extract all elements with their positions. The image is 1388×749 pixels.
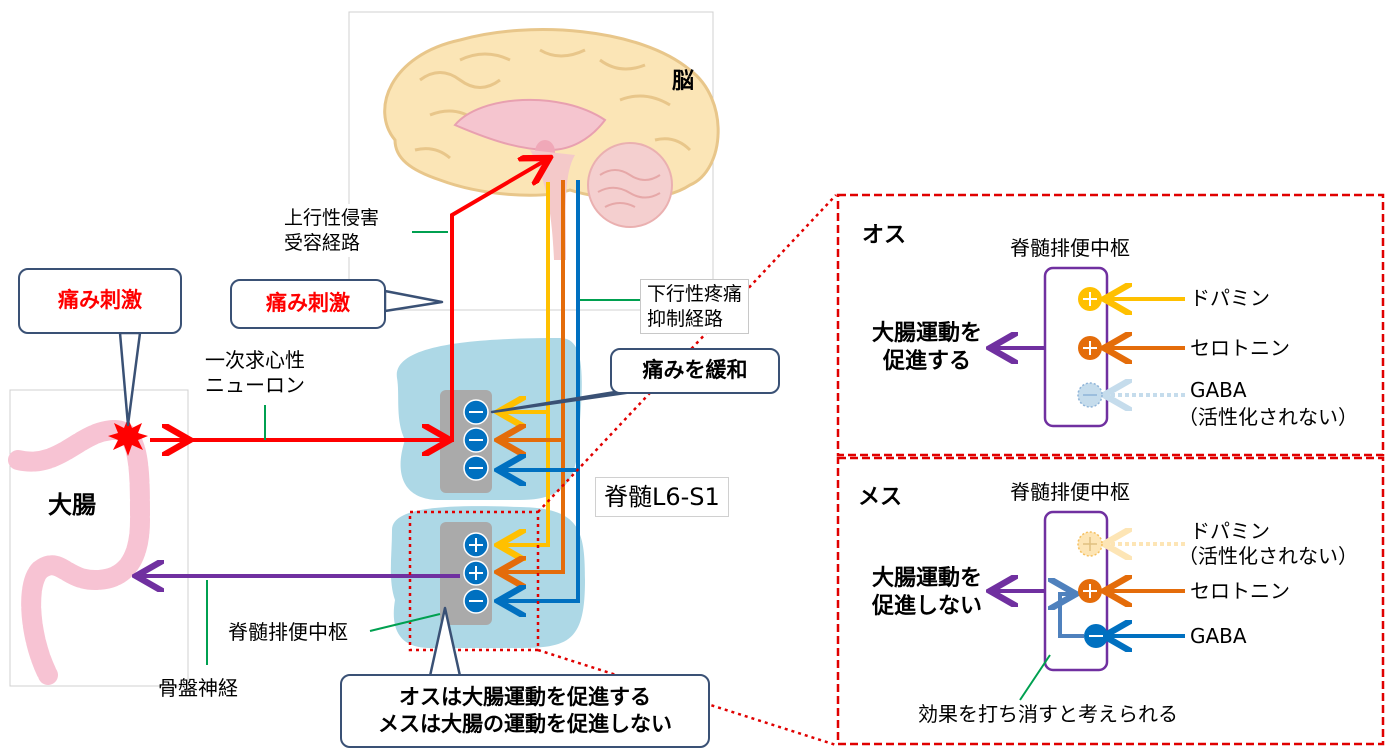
descending-pathway-label: 下行性疼痛 抑制経路 (640, 279, 750, 335)
gaba-pathway-lower (502, 470, 580, 601)
male-output-label: 大腸運動を 促進する (872, 320, 982, 375)
female-output-label: 大腸運動を 促進しない (872, 565, 982, 620)
male-serotonin-label: セロトニン (1190, 336, 1290, 360)
summary-line1: オスは大腸運動を促進する (399, 684, 651, 709)
primary-afferent-line2: ニューロン (205, 373, 305, 397)
female-center-label: 脊髄排便中枢 (1010, 480, 1130, 504)
inhibitory-receptor-icon (463, 427, 489, 453)
female-dopamine-receptor-icon (1077, 531, 1103, 557)
male-gaba-label: GABA (1190, 378, 1247, 402)
female-cancel-note: 効果を打ち消すと考えられる (918, 702, 1178, 726)
dopamine-pathway-lower (502, 412, 550, 545)
male-output-line1: 大腸運動を (872, 321, 983, 346)
leader-line (1019, 654, 1051, 701)
male-serotonin-receptor-icon (1078, 336, 1102, 360)
female-output-line1: 大腸運動を (872, 566, 983, 591)
female-gaba-label: GABA (1190, 624, 1247, 648)
summary-line2: メスは大腸の運動を促進しない (378, 712, 672, 736)
female-gaba-receptor-icon (1084, 624, 1108, 648)
male-gaba-receptor-icon (1077, 382, 1103, 408)
female-cancel-arrow (1060, 594, 1084, 638)
large-intestine-illustration (8, 419, 151, 685)
descending-pathway-line1: 下行性疼痛 (647, 283, 743, 305)
female-serotonin-receptor-icon (1078, 579, 1102, 603)
female-dopamine-note: （活性化されない） (1178, 544, 1358, 568)
excitatory-receptor-icon (463, 532, 489, 558)
pain-stimulus-callout-center: 痛み刺激 (230, 279, 386, 329)
inhibitory-receptor-icon (463, 455, 489, 481)
summary-callout: オスは大腸運動を促進する メスは大腸の運動を促進しない (340, 674, 710, 748)
male-center-label: 脊髄排便中枢 (1010, 236, 1130, 260)
pain-stimulus-callout-left: 痛み刺激 (18, 268, 182, 334)
inhibitory-receptor-icon (463, 399, 489, 425)
male-output-line2: 促進する (883, 348, 972, 374)
female-dopamine-label: ドパミン (1190, 519, 1270, 543)
spinal-cord-label: 脊髄L6-S1 (595, 477, 729, 517)
spinal-defecation-center-label: 脊髄排便中枢 (228, 620, 348, 644)
primary-afferent-label: 一次求心性 ニューロン (205, 348, 305, 398)
brain-illustration (383, 28, 720, 260)
large-intestine-label: 大腸 (48, 491, 96, 519)
excitatory-receptor-icon (463, 560, 489, 586)
male-panel-title: オス (862, 223, 907, 248)
pelvic-nerve-label: 骨盤神経 (158, 676, 238, 700)
primary-afferent-line1: 一次求心性 (205, 348, 305, 372)
female-panel-title: メス (858, 485, 903, 510)
highlight-box (408, 510, 540, 652)
descending-pathway-line2: 抑制経路 (647, 307, 724, 330)
pain-burst-icon (108, 418, 148, 456)
male-dopamine-receptor-icon (1078, 287, 1102, 311)
male-dopamine-label: ドパミン (1190, 286, 1270, 310)
brain-label: 脳 (672, 69, 695, 94)
ascending-pathway-line1: 上行性侵害 (284, 207, 380, 229)
ascending-pathway-line2: 受容経路 (284, 231, 361, 254)
male-gaba-note: （活性化されない） (1178, 405, 1358, 429)
female-output-line2: 促進しない (872, 593, 983, 619)
relieve-pain-callout: 痛みを緩和 (610, 348, 780, 394)
male-panel (836, 193, 1385, 457)
inhibitory-receptor-icon (463, 588, 489, 614)
female-serotonin-label: セロトニン (1190, 579, 1290, 603)
leader-line (369, 613, 441, 632)
ascending-pathway-label: 上行性侵害 受容経路 (278, 204, 386, 258)
